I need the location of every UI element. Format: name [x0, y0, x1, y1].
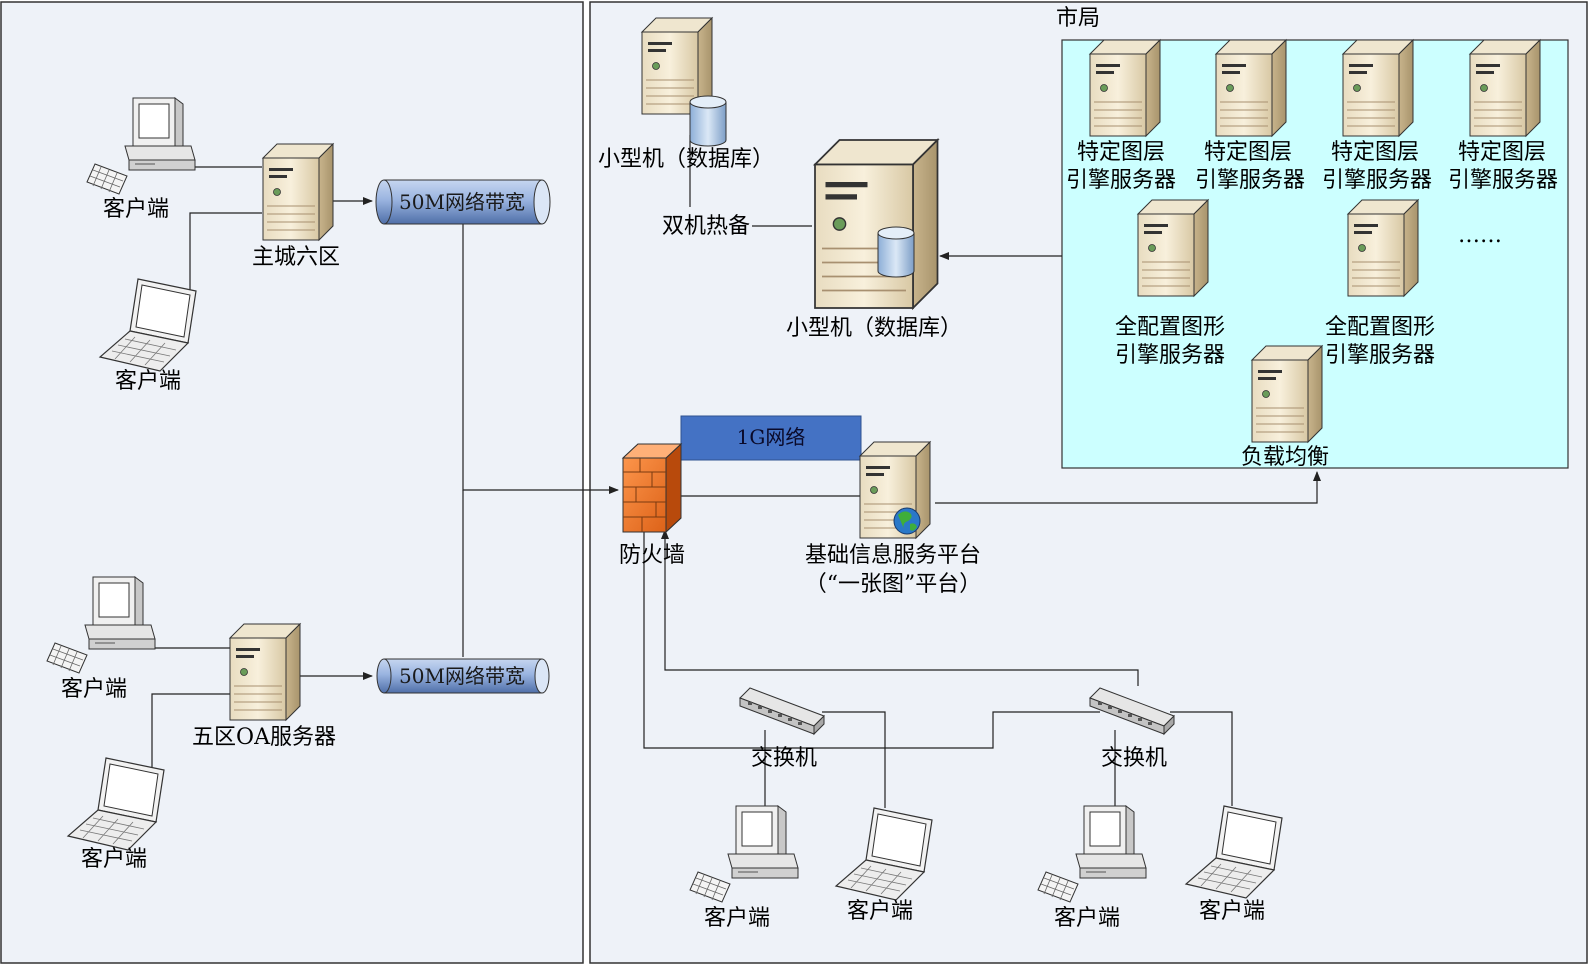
layer-engine-server-3[interactable]	[1342, 39, 1414, 137]
firewall-icon[interactable]	[621, 442, 683, 534]
graphic-engine-server-2[interactable]	[1347, 199, 1419, 297]
left-wires	[125, 166, 619, 773]
layer-engine-server-1[interactable]	[1089, 39, 1161, 137]
client-label-5: 客户端	[704, 906, 770, 931]
layer-engine-server-2[interactable]	[1215, 39, 1287, 137]
layer-engine-1-line2: 引擎服务器	[1066, 168, 1176, 193]
switch-2-label: 交换机	[1101, 746, 1167, 771]
five-district-server-icon[interactable]	[229, 623, 301, 721]
layer-engine-4-line1: 特定图层	[1458, 140, 1546, 165]
bandwidth-pipe-bottom: 50M网络带宽	[376, 658, 550, 694]
graphic-engine-1-line2: 引擎服务器	[1115, 343, 1225, 368]
db-server-2-icon[interactable]	[814, 139, 939, 309]
main-city-server-label: 主城六区	[252, 245, 340, 270]
client-label-7: 客户端	[1054, 906, 1120, 931]
graphic-engine-2-line1: 全配置图形	[1325, 315, 1435, 340]
client-label-2: 客户端	[115, 369, 181, 394]
more-servers-ellipsis: ……	[1458, 223, 1502, 248]
bandwidth-bottom-label: 50M网络带宽	[399, 664, 525, 688]
city-bureau-title: 市局	[1056, 6, 1100, 31]
client-label-3: 客户端	[61, 677, 127, 702]
graphic-engine-server-1[interactable]	[1137, 199, 1209, 297]
platform-label-line2: （“一张图”平台）	[805, 572, 982, 597]
network-1g-label: 1G网络	[737, 425, 806, 449]
database-icon-1	[689, 95, 727, 147]
layer-engine-3-line2: 引擎服务器	[1322, 168, 1432, 193]
layer-engine-2-line1: 特定图层	[1204, 140, 1292, 165]
db-server-2-label: 小型机（数据库）	[786, 316, 962, 341]
main-city-server-icon[interactable]	[262, 143, 334, 241]
globe-icon	[893, 507, 921, 535]
platform-label-line1: 基础信息服务平台	[805, 543, 981, 568]
layer-engine-3-line1: 特定图层	[1331, 140, 1419, 165]
database-icon-2	[877, 226, 915, 278]
right-wires	[643, 135, 1321, 808]
client-label-8: 客户端	[1199, 899, 1265, 924]
switch-1-label: 交换机	[751, 746, 817, 771]
layer-engine-2-line2: 引擎服务器	[1195, 168, 1305, 193]
firewall-label: 防火墙	[619, 543, 685, 568]
graphic-engine-2-line2: 引擎服务器	[1325, 343, 1435, 368]
client-label-6: 客户端	[847, 899, 913, 924]
load-balancer-server[interactable]	[1251, 345, 1323, 443]
network-1g-box: 1G网络	[680, 415, 862, 461]
bandwidth-pipe-top: 50M网络带宽	[375, 179, 551, 225]
client-label-1: 客户端	[103, 197, 169, 222]
db-server-1-label: 小型机（数据库）	[598, 147, 774, 172]
bandwidth-top-label: 50M网络带宽	[399, 190, 525, 214]
layer-engine-4-line2: 引擎服务器	[1448, 168, 1558, 193]
load-balancer-label: 负载均衡	[1241, 445, 1329, 470]
layer-engine-1-line1: 特定图层	[1077, 140, 1165, 165]
hot-standby-label: 双机热备	[662, 214, 750, 239]
layer-engine-server-4[interactable]	[1469, 39, 1541, 137]
graphic-engine-1-line1: 全配置图形	[1115, 315, 1225, 340]
five-district-server-label: 五区OA服务器	[192, 725, 336, 750]
client-label-4: 客户端	[81, 847, 147, 872]
